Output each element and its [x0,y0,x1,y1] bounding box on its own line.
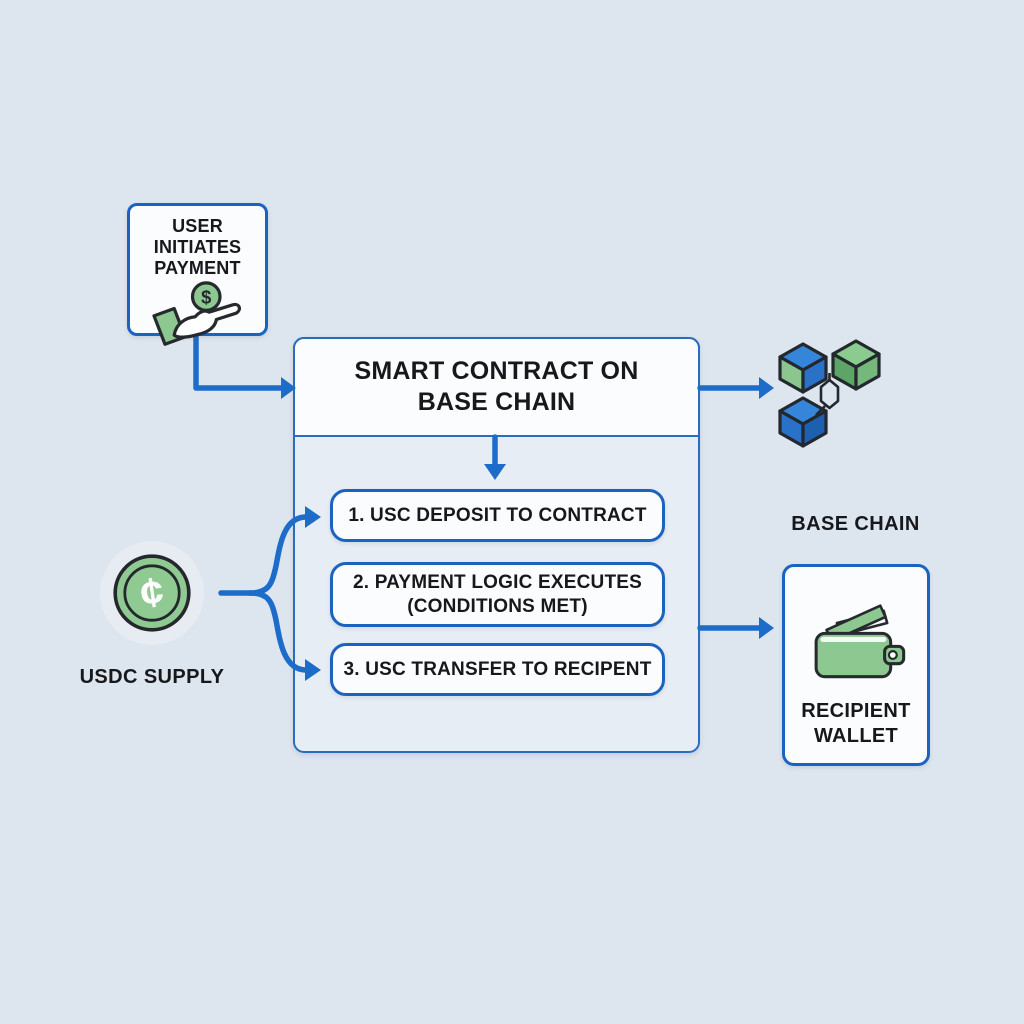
usdc-coin-icon: ¢ [113,554,191,632]
wallet-icon [814,604,906,679]
dollar-glyph: $ [201,286,211,307]
branch-usdc-to-steps [218,506,321,681]
title-line-2: BASE CHAIN [417,388,576,416]
step-usc-deposit: 1. USC DEPOSIT TO CONTRACT [330,489,665,542]
step3-label: 3. USC TRANSFER TO RECIPENT [343,658,652,680]
wallet-label-line2: WALLET [813,725,898,747]
user-box-line3: PAYMENT [154,258,241,278]
recipient-wallet-box: RECIPIENT WALLET [782,564,930,766]
user-box-line1: USER [172,216,223,236]
arrow-contract-to-basechain [697,377,774,399]
title-line-1: SMART CONTRACT ON [354,357,639,385]
smart-contract-title: SMART CONTRACT ON BASE CHAIN [293,337,700,437]
step-payment-logic: 2. PAYMENT LOGIC EXECUTES (CONDITIONS ME… [330,562,665,627]
wallet-label-line1: RECIPIENT [801,700,911,722]
user-box-line2: INITIATES [153,237,242,257]
step-usc-transfer: 3. USC TRANSFER TO RECIPENT [330,643,665,696]
hand-coin-icon: $ [151,281,241,346]
blockchain-cubes-icon [778,339,881,448]
step1-label: 1. USC DEPOSIT TO CONTRACT [348,504,647,526]
usdc-coin-halo: ¢ [100,541,204,645]
arrow-user-to-contract [193,333,296,399]
user-initiates-payment-box: USER INITIATES PAYMENT $ [127,203,268,346]
base-chain-label: BASE CHAIN [791,513,920,535]
step2-label-line2: (CONDITIONS MET) [407,595,588,617]
usdc-supply-label: USDC SUPPLY [79,666,225,688]
arrow-contract-to-wallet [697,617,774,639]
arrow-title-to-steps [484,434,506,480]
step2-label-line1: 2. PAYMENT LOGIC EXECUTES [353,571,642,593]
